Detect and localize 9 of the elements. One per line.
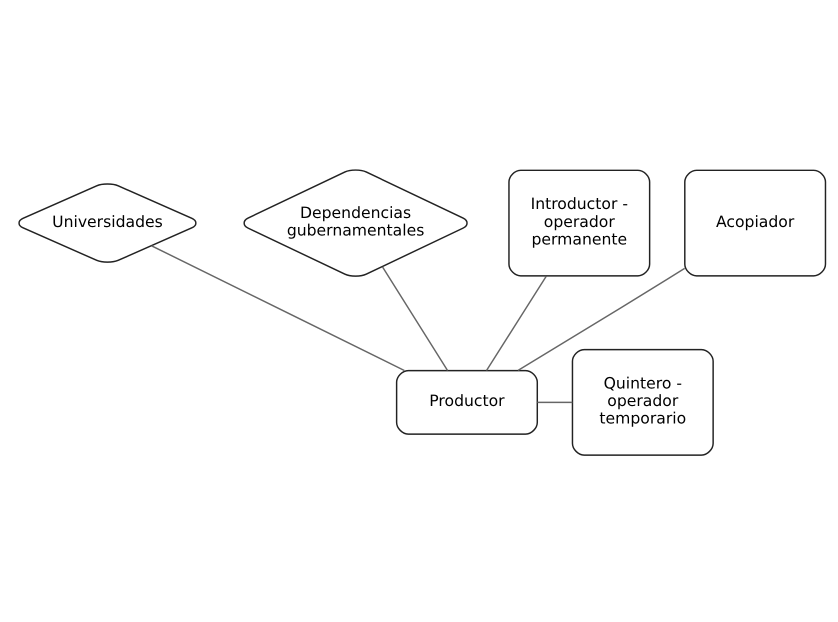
node-box: Introductor - operador permanente	[508, 170, 650, 277]
connector	[518, 268, 686, 372]
node-box: Quintero - operador temporario	[572, 348, 714, 456]
connector	[537, 402, 572, 404]
node-box: Acopiador	[684, 170, 826, 277]
connector	[151, 245, 405, 372]
connector	[486, 276, 547, 371]
node-box: Productor	[396, 370, 538, 435]
connector	[382, 266, 448, 371]
